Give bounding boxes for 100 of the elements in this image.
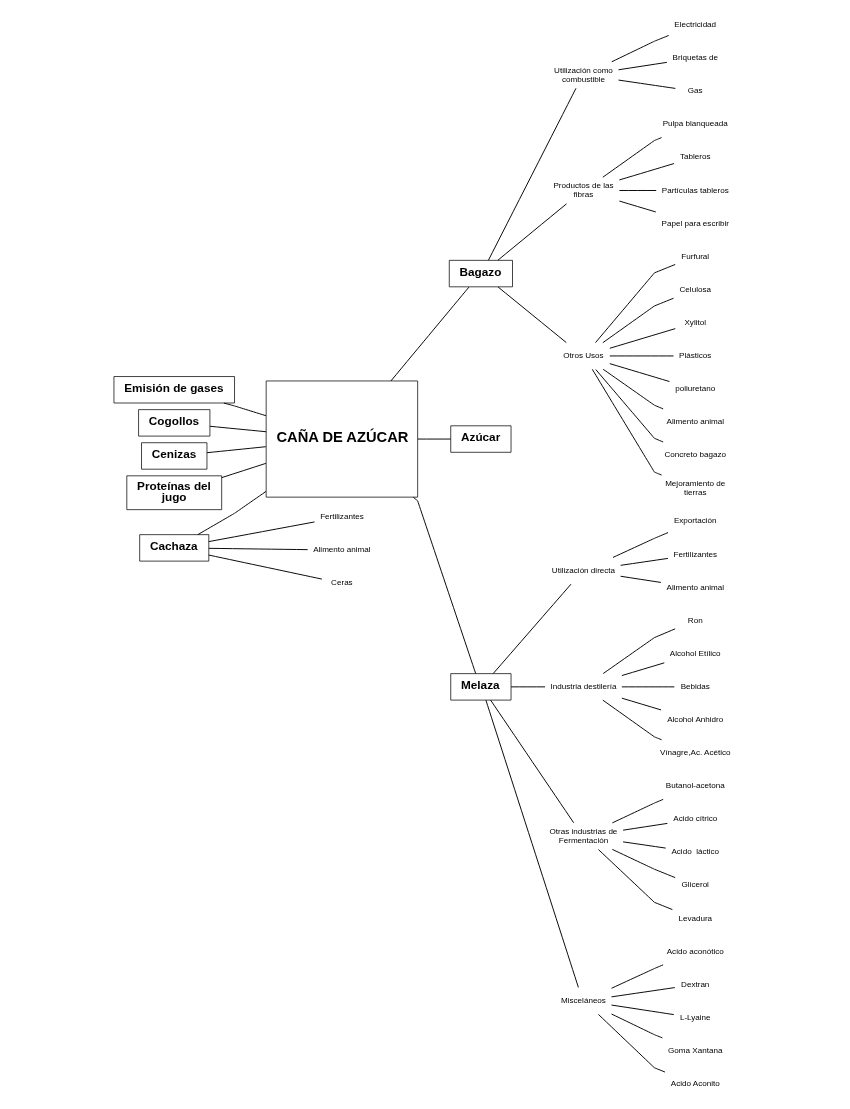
node-text: Partículas tableros [661,185,729,195]
node-text: Industria destilería [550,681,617,691]
node-box: Bagazo [448,260,513,288]
node-text: Xylitol [684,317,707,327]
node-text: Alcohol Etílico [669,648,721,658]
connector [595,264,676,344]
node-text: Ron [687,615,703,625]
node-box: Cachaza [139,534,210,562]
connector [611,1004,675,1016]
connector [612,532,669,558]
node-box: Emisión de gases [113,376,235,404]
connector [221,462,267,479]
connector [490,699,575,824]
node-text: Utilización como combustible [554,65,613,84]
node-text: Vínagre,Ac. Acético [660,748,731,758]
connector [621,697,662,711]
node-text: Gas [687,86,703,96]
connector [602,137,663,178]
node-box: CAÑA DE AZÚCAR [265,380,418,498]
connector [208,547,309,551]
connector [595,369,664,443]
connector [621,662,665,677]
connector [412,496,477,674]
connector [622,822,668,831]
connector [497,286,567,344]
connector [602,628,676,674]
connector [597,849,673,911]
node-text: L-Lyaine [679,1012,711,1022]
connector [618,79,676,89]
connector [591,368,663,476]
node-text: Alcohol Anhidro [667,715,724,725]
node-text: Acido aconótico [666,946,724,956]
node-box: Melaza [450,673,512,701]
node-text: Dextran [681,979,710,989]
connector [602,699,663,741]
node-text: Utilización directa [551,565,616,575]
node-text: Papel para escribir [661,218,729,228]
connector [209,425,267,433]
node-text: Bebidas [680,681,710,691]
connector [602,297,674,344]
connector [417,438,452,440]
connector [611,1013,663,1039]
connector [510,686,546,688]
connector [611,798,664,824]
node-text: Alimento animal [666,417,724,427]
node-text: Acido cítrico [673,814,718,824]
node-text: Alimento animal [313,545,371,555]
connector [611,848,676,879]
node-text: Ceras [331,578,353,588]
node-text: Electricidad [674,20,717,30]
connector [618,61,668,71]
node-text: Otros Usos [563,351,604,361]
node-text: Plásticos [679,351,712,361]
connector [618,190,657,191]
node-text: Acido Aconito [670,1079,720,1089]
node-text: Goma Xantana [668,1045,723,1055]
connector [609,328,676,349]
node-text: Alimento animal [666,582,724,592]
node-text: Tableros [679,152,711,162]
node-text: Celulosa [679,284,711,294]
node-text: Productos de las fibras [553,181,614,199]
connector [602,368,664,410]
connector [206,446,267,454]
connector [492,583,572,674]
connector [622,841,667,849]
node-text: Briquetas de [672,53,718,63]
connector [620,557,669,566]
node-box: Azúcar [450,425,512,453]
node-text: Misceláneos [561,995,606,1005]
connector [611,964,664,989]
node-text: poliuretano [675,384,716,394]
connector [197,490,267,536]
connector [609,363,670,382]
node-text: Furfural [681,251,710,261]
connector [597,1013,666,1073]
node-text: Levadura [678,913,713,923]
node-text: Fertilizantes [673,549,718,559]
node-text: Pulpa blanqueada [662,119,728,129]
connector [618,200,657,213]
node-text: Mejoramiento de tierras [665,478,726,497]
connector [487,87,577,261]
connector [223,402,267,417]
connector [611,987,676,998]
connector [611,35,670,63]
node-text: Exportación [673,516,717,526]
node-text: Otras industrias de Fermentación [549,826,618,845]
node-box: Cogollos [138,409,211,437]
node-text: Glicerol [681,880,709,890]
connector [618,163,675,181]
node-box: Cenizas [141,442,208,470]
node-text: Butanol-acetona [665,781,725,791]
connector [497,203,567,261]
connector [620,575,662,583]
node-text: Concreto bagazo [664,450,727,460]
connector [208,521,315,543]
node-text: Fertilizantes [320,512,364,522]
node-text: Acido láctico [671,847,720,857]
connector [390,286,470,382]
connector [208,554,323,580]
node-box: Proteínas del jugo [126,475,223,510]
